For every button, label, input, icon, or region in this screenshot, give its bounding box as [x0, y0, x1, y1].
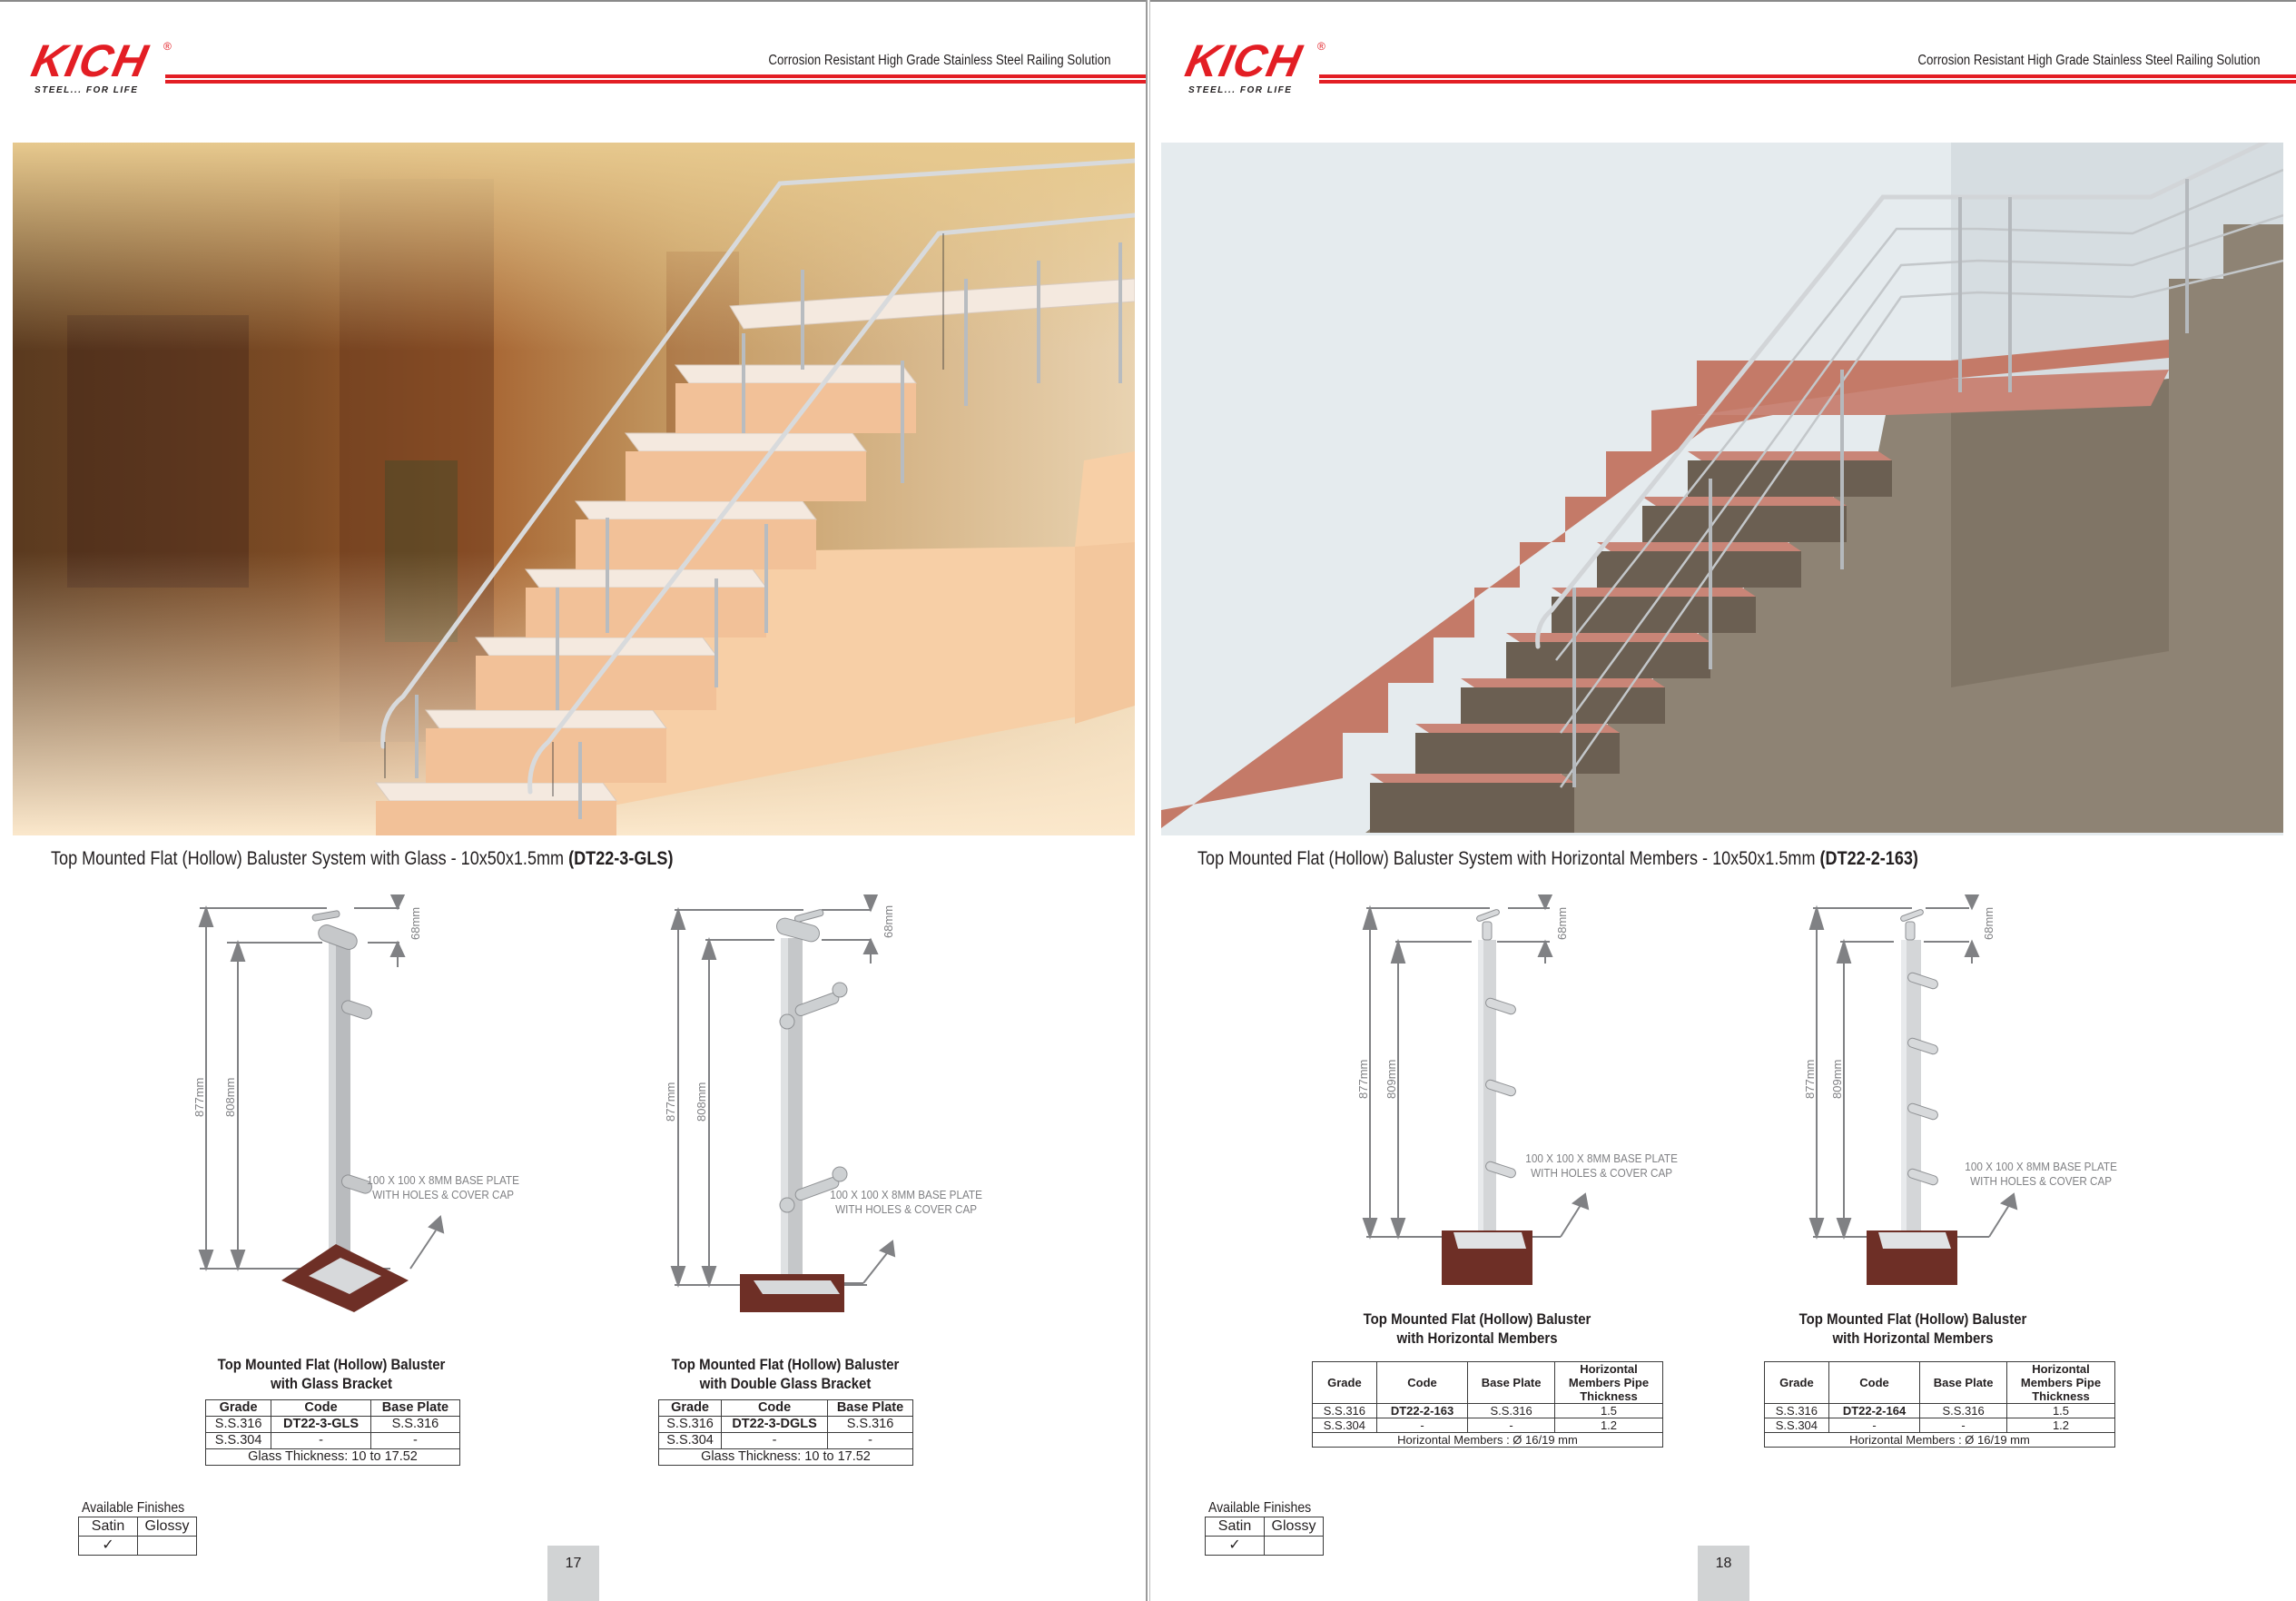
staircase-glass-render — [13, 143, 1135, 835]
system-code: (DT22-3-GLS) — [568, 848, 674, 869]
spec-table-dt22-2-164: Grade Code Base Plate Horizontal Members… — [1764, 1361, 2115, 1448]
finish-glossy-label: Glossy — [1264, 1517, 1324, 1537]
baluster-drawing-4-horizontal-members: 877mm 809mm 68mm — [1798, 894, 2071, 1294]
page-number: 17 — [547, 1546, 599, 1601]
catalog-page-17: KICH ® STEEL... FOR LIFE Corrosion Resis… — [0, 0, 1148, 1601]
logo-wordmark: KICH — [1181, 35, 1307, 86]
svg-text:68mm: 68mm — [1555, 907, 1569, 940]
page-edge — [1150, 0, 2296, 2]
available-finishes: Available Finishes Satin Glossy ✓ — [1205, 1500, 1325, 1556]
svg-text:877mm: 877mm — [192, 1078, 206, 1117]
baluster-drawing-glass-bracket: 877mm 808mm 68mm — [172, 894, 481, 1312]
table-row: S.S.304 - - 1.2 — [1764, 1418, 2115, 1433]
svg-text:68mm: 68mm — [1982, 907, 1995, 940]
table-row: S.S.316 DT22-3-GLS S.S.316 — [204, 1416, 461, 1433]
checkmark-icon: ✓ — [1205, 1536, 1265, 1556]
table-header-row: Grade Code Base Plate — [204, 1399, 461, 1417]
base-plate-note: 100 X 100 X 8MM BASE PLATE WITH HOLES & … — [367, 1173, 519, 1201]
svg-text:68mm: 68mm — [882, 905, 895, 938]
header-red-rule — [165, 74, 1146, 84]
finish-satin-label: Satin — [78, 1517, 138, 1537]
product-title: Top Mounted Flat (Hollow) Baluster with … — [1798, 1310, 2027, 1347]
product-title: Top Mounted Flat (Hollow) Baluster with … — [671, 1356, 900, 1392]
base-plate-note: 100 X 100 X 8MM BASE PLATE WITH HOLES & … — [1525, 1151, 1678, 1180]
svg-text:808mm: 808mm — [695, 1082, 708, 1122]
table-footer-row: Glass Thickness: 10 to 17.52 — [205, 1448, 460, 1466]
header-title: Corrosion Resistant High Grade Stainless… — [1917, 53, 2261, 68]
header-title: Corrosion Resistant High Grade Stainless… — [768, 53, 1111, 68]
finishes-table: Satin Glossy ✓ — [1205, 1517, 1324, 1556]
staircase-horizontal-render — [1161, 143, 2283, 835]
hero-image-glass-staircase — [13, 143, 1135, 835]
table-footer-row: Glass Thickness: 10 to 17.52 — [658, 1448, 913, 1466]
table-row: S.S.304 - - 1.2 — [1312, 1418, 1663, 1433]
logo-tagline: STEEL... FOR LIFE — [34, 85, 139, 95]
baluster-drawing-3-horizontal-members: 877mm 809mm 68mm — [1345, 894, 1617, 1294]
spec-table-dt22-3-gls: Grade Code Base Plate S.S.316 DT22-3-GLS… — [204, 1399, 461, 1466]
svg-text:877mm: 877mm — [1356, 1060, 1370, 1099]
baluster-drawing-double-glass-bracket: 877mm 808mm 68mm — [649, 894, 958, 1312]
table-row: S.S.316 DT22-3-DGLS S.S.316 — [657, 1416, 913, 1433]
kich-logo: KICH ® STEEL... FOR LIFE — [1174, 35, 1355, 96]
table-footer-row: Horizontal Members : Ø 16/19 mm — [1764, 1432, 2115, 1448]
system-caption: Top Mounted Flat (Hollow) Baluster Syste… — [51, 848, 674, 869]
svg-text:808mm: 808mm — [223, 1078, 237, 1117]
page-edge — [0, 0, 1146, 2]
table-row: S.S.304 - - — [657, 1432, 913, 1449]
hero-image-horizontal-staircase — [1161, 143, 2283, 835]
table-footer-row: Horizontal Members : Ø 16/19 mm — [1312, 1432, 1663, 1448]
finish-glossy-label: Glossy — [137, 1517, 197, 1537]
checkmark-icon: ✓ — [78, 1536, 138, 1556]
product-title: Top Mounted Flat (Hollow) Baluster with … — [1363, 1310, 1591, 1347]
table-row: S.S.316 DT22-2-164 S.S.316 1.5 — [1764, 1403, 2115, 1418]
finish-glossy-cell — [1264, 1536, 1324, 1556]
logo-wordmark: KICH — [27, 35, 153, 86]
table-header-row: Grade Code Base Plate — [657, 1399, 913, 1417]
base-plate-note: 100 X 100 X 8MM BASE PLATE WITH HOLES & … — [830, 1188, 982, 1216]
svg-text:809mm: 809mm — [1830, 1060, 1844, 1099]
table-row: S.S.304 - - — [204, 1432, 461, 1449]
registered-mark: ® — [163, 40, 172, 53]
svg-text:877mm: 877mm — [1803, 1060, 1817, 1099]
svg-text:68mm: 68mm — [409, 907, 422, 940]
table-header-row: Grade Code Base Plate Horizontal Members… — [1764, 1361, 2115, 1404]
system-caption: Top Mounted Flat (Hollow) Baluster Syste… — [1197, 848, 1918, 869]
spec-table-dt22-3-dgls: Grade Code Base Plate S.S.316 DT22-3-DGL… — [657, 1399, 913, 1466]
kich-logo: KICH ® STEEL... FOR LIFE — [20, 35, 202, 96]
product-title: Top Mounted Flat (Hollow) Baluster with … — [217, 1356, 446, 1392]
header-red-rule — [1319, 74, 2296, 84]
svg-text:809mm: 809mm — [1384, 1060, 1398, 1099]
system-code: (DT22-2-163) — [1819, 848, 1918, 869]
page-number: 18 — [1698, 1546, 1749, 1601]
available-finishes: Available Finishes Satin Glossy ✓ — [78, 1500, 199, 1556]
base-plate-note: 100 X 100 X 8MM BASE PLATE WITH HOLES & … — [1965, 1160, 2117, 1188]
table-row: S.S.316 DT22-2-163 S.S.316 1.5 — [1312, 1403, 1663, 1418]
logo-tagline: STEEL... FOR LIFE — [1188, 85, 1293, 95]
finish-satin-label: Satin — [1205, 1517, 1265, 1537]
svg-text:877mm: 877mm — [664, 1082, 677, 1122]
spec-table-dt22-2-163: Grade Code Base Plate Horizontal Members… — [1312, 1361, 1663, 1448]
table-header-row: Grade Code Base Plate Horizontal Members… — [1312, 1361, 1663, 1404]
finishes-table: Satin Glossy ✓ — [78, 1517, 197, 1556]
finish-glossy-cell — [137, 1536, 197, 1556]
catalog-page-18: KICH ® STEEL... FOR LIFE Corrosion Resis… — [1149, 0, 2296, 1601]
registered-mark: ® — [1317, 40, 1325, 53]
